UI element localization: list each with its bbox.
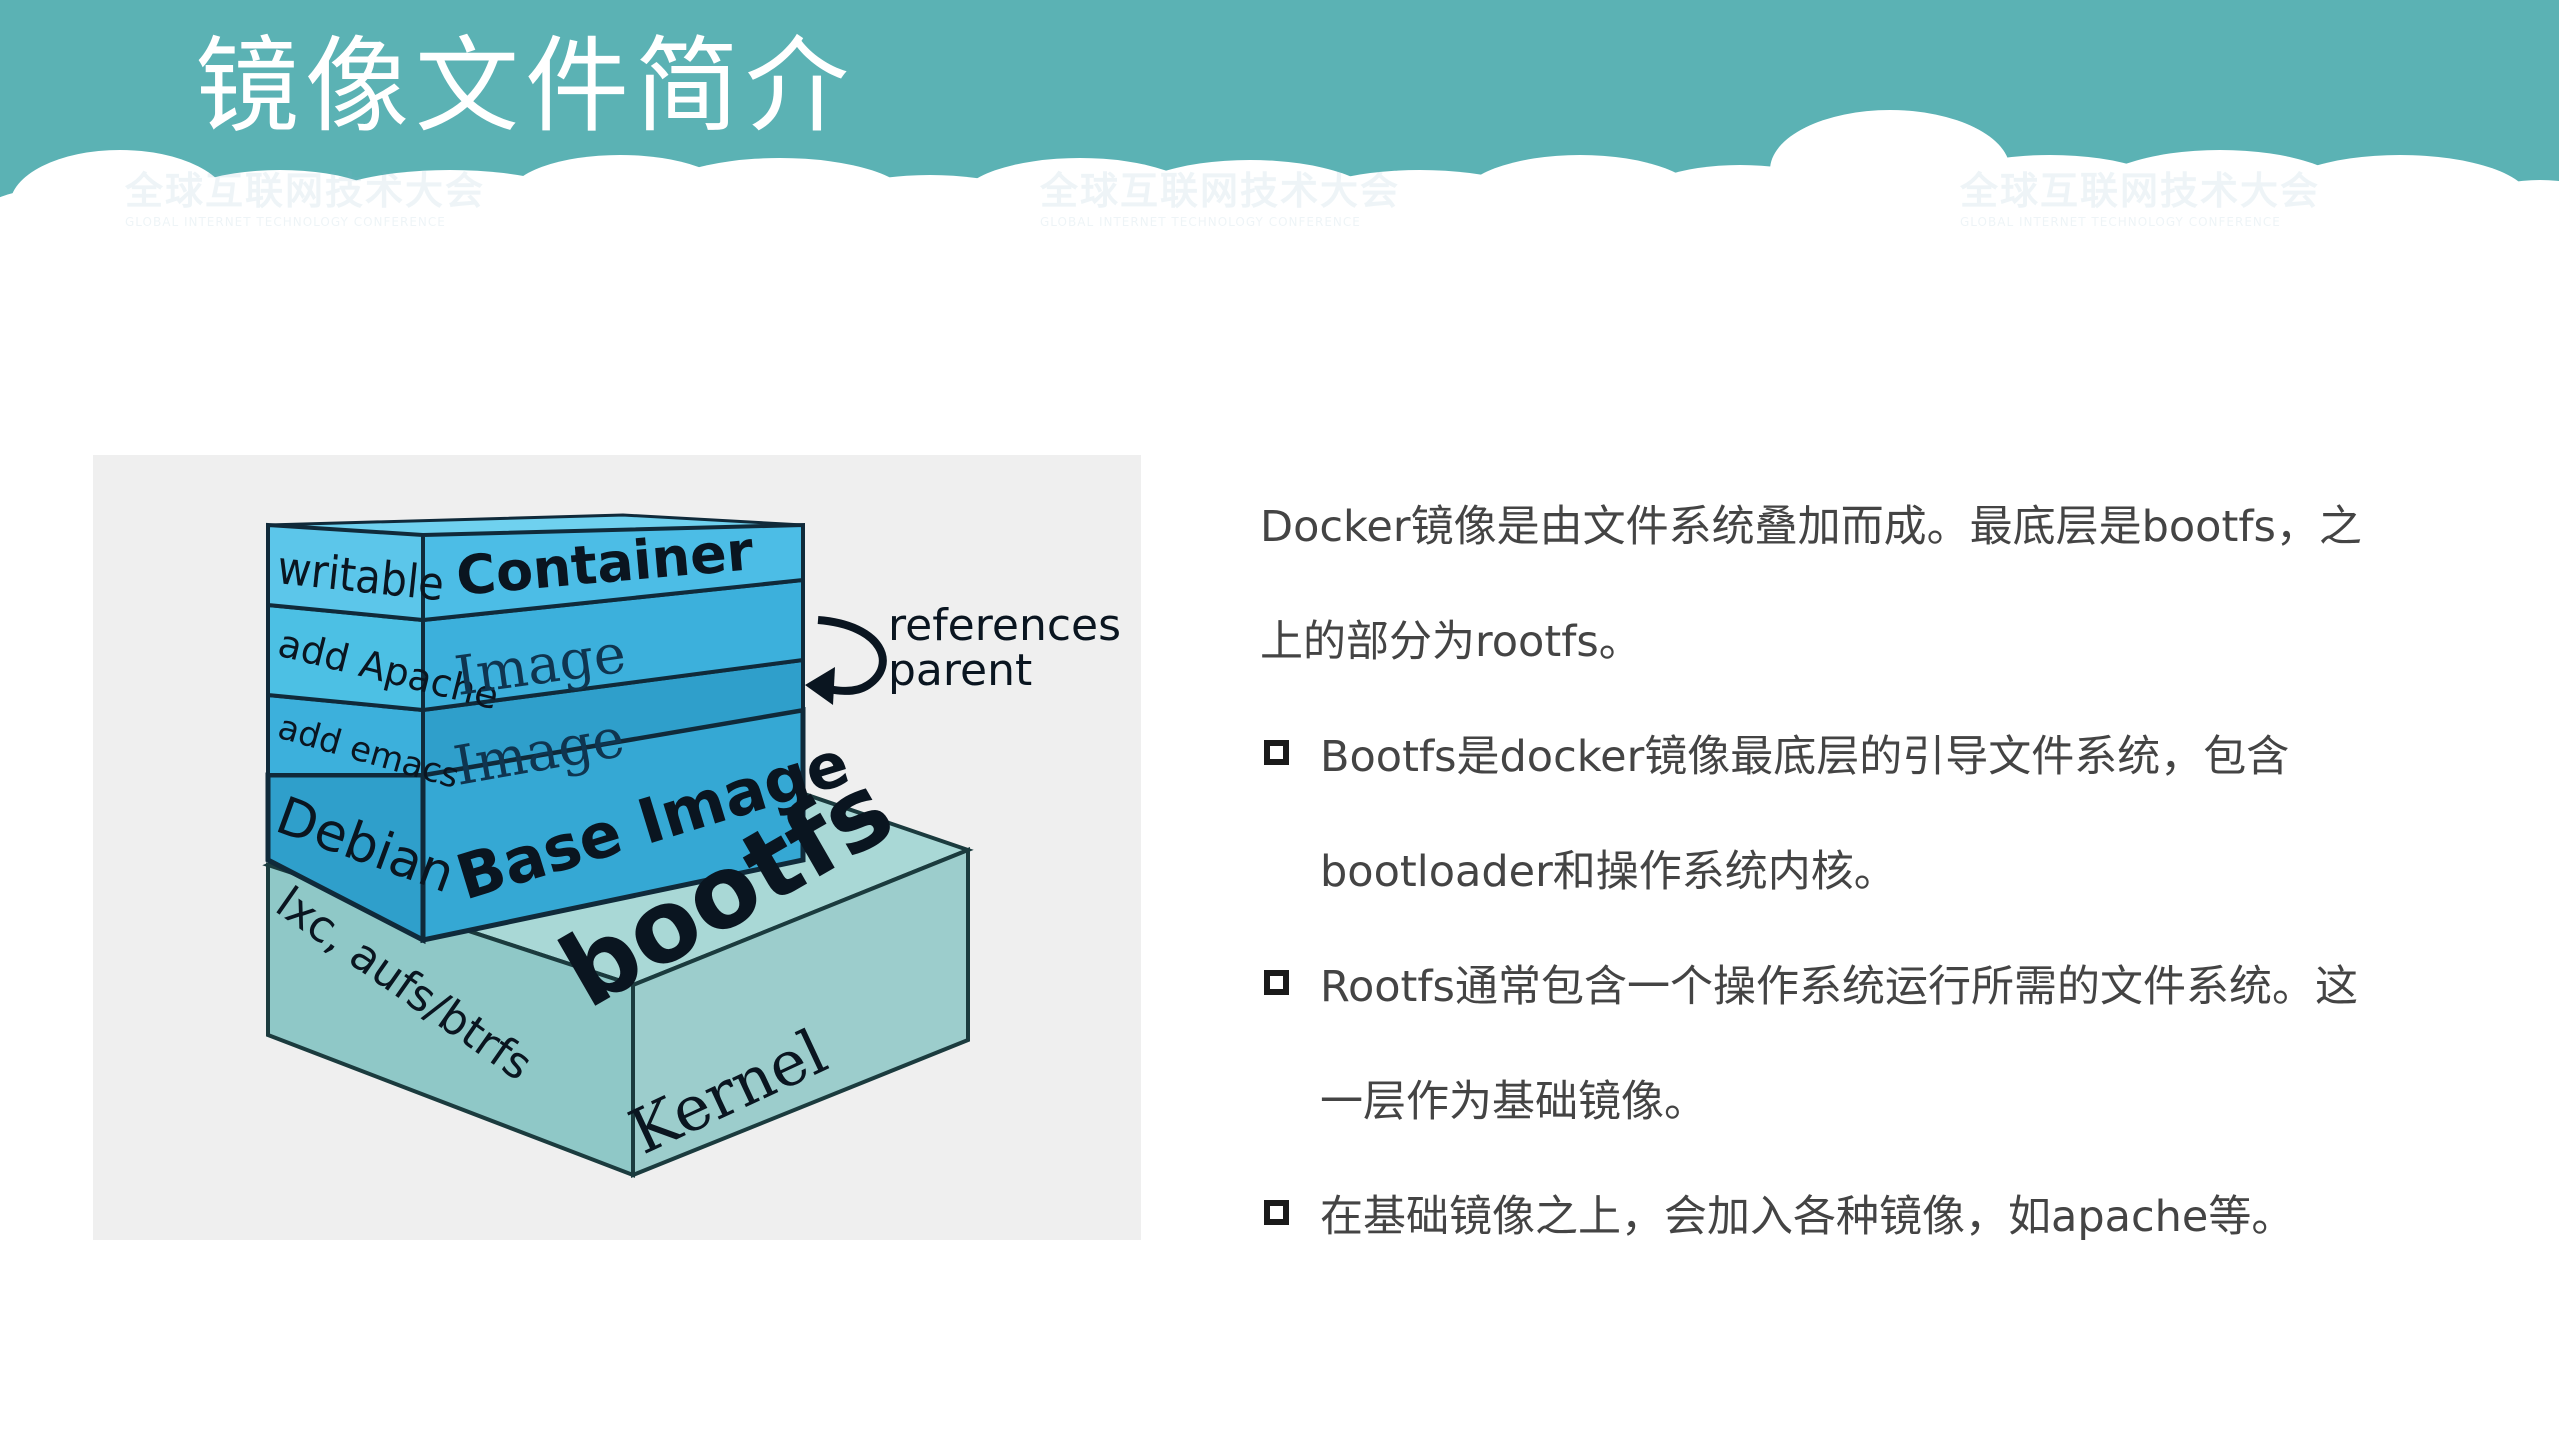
apache-image-layer (266, 577, 805, 713)
checkbox-icon (1264, 1200, 1289, 1225)
cloud-header-shape (0, 0, 2559, 260)
page-title: 镜像文件简介 (195, 25, 856, 147)
bullet-item: Bootfs是docker镜像最底层的引导文件系统，包含 bootloader和… (1260, 700, 2510, 930)
arrow-curve-icon (817, 616, 887, 695)
container-layer (266, 513, 805, 623)
bullet-item: 在基础镜像之上，会加入各种镜像，如apache等。 (1260, 1160, 2510, 1275)
arrow-head-icon (805, 667, 835, 705)
intro-line-1: Docker镜像是由文件系统叠加而成。最底层是bootfs，之 (1260, 502, 2362, 552)
bullet-text-line-2: bootloader和操作系统内核。 (1320, 847, 1897, 897)
bullet-text-line-1: 在基础镜像之上，会加入各种镜像，如apache等。 (1320, 1192, 2295, 1242)
parent-label: parent (888, 645, 1032, 696)
bullet-item: Rootfs通常包含一个操作系统运行所需的文件系统。这 一层作为基础镜像。 (1260, 930, 2510, 1160)
checkbox-icon (1264, 970, 1289, 995)
bullet-text-line-1: Bootfs是docker镜像最底层的引导文件系统，包含 (1320, 732, 2290, 782)
docker-layers-diagram: writable Container add Apache Image add … (93, 455, 1141, 1240)
intro-line-2: 上的部分为rootfs。 (1260, 617, 1642, 667)
checkbox-icon (1264, 740, 1289, 765)
bullet-text-line-1: Rootfs通常包含一个操作系统运行所需的文件系统。这 (1320, 962, 2358, 1012)
header-banner (0, 0, 2559, 260)
content-text: Docker镜像是由文件系统叠加而成。最底层是bootfs，之 上的部分为roo… (1260, 470, 2510, 1275)
bullet-text-line-2: 一层作为基础镜像。 (1320, 1077, 1707, 1127)
references-label: references (888, 600, 1121, 651)
emacs-image-layer (266, 657, 805, 778)
layer-stack-illustration: writable Container add Apache Image add … (262, 513, 1121, 1178)
